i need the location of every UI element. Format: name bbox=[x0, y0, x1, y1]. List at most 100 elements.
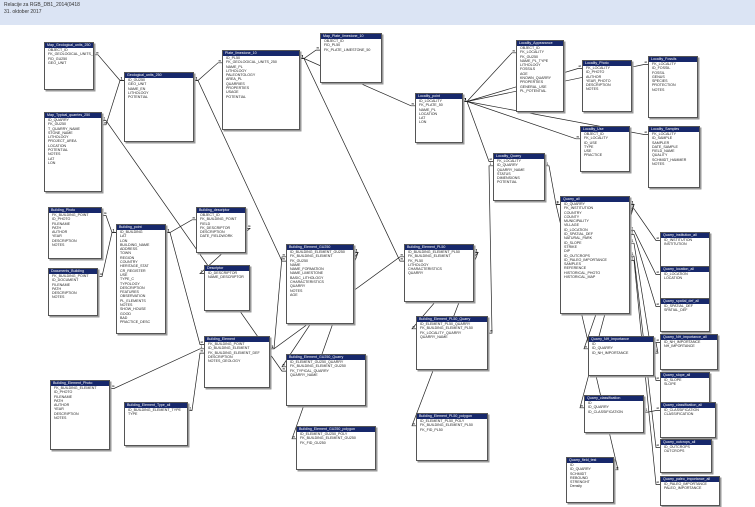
table-field: SAMPLES bbox=[564, 262, 581, 267]
table-field: NAME_DESCRIPTOR bbox=[208, 275, 244, 280]
cardinality-many: ∞ bbox=[282, 256, 285, 261]
table-title: Geological_units_250 bbox=[125, 73, 193, 78]
table-field: ID_QUARRY bbox=[497, 163, 518, 168]
table-field: FOSSILS bbox=[520, 67, 536, 72]
table-field: FK_LOCALITY bbox=[652, 62, 676, 66]
table-field: ID_BUILDING_ELEMENT bbox=[208, 346, 250, 351]
table-field: FK_PL50 bbox=[408, 258, 423, 263]
table-field: ID_OUTCROPS bbox=[664, 445, 690, 449]
table-field: NAME_PL bbox=[419, 107, 436, 112]
table-title: Building_Element_GU250_Quarry bbox=[287, 355, 365, 360]
table-field: AGE bbox=[290, 292, 298, 297]
cardinality-one: 1 bbox=[190, 407, 192, 411]
cardinality-many: ∞ bbox=[656, 443, 659, 448]
table-field: COUNTRY bbox=[120, 260, 138, 265]
table-field: PL_POTENTIAL bbox=[520, 88, 547, 93]
table-field: NAME_PL bbox=[226, 64, 243, 69]
table-field: ID_USE bbox=[584, 140, 597, 145]
table-field: FK_GEOLOGICAL_UNITS_250 bbox=[226, 60, 277, 65]
table-field: FK_BUILDING_ELEMENT bbox=[290, 254, 333, 259]
table-field: HISTORICAL_MAP bbox=[564, 275, 596, 280]
table-field: TYPE bbox=[584, 144, 594, 149]
table-title: Quarry_all bbox=[561, 197, 629, 202]
table-field: ID bbox=[570, 463, 574, 467]
table-field: DESCRIPTION bbox=[52, 291, 77, 296]
table-field: PATH bbox=[54, 398, 64, 403]
table-field: GOOD bbox=[120, 311, 131, 316]
relationship-line bbox=[555, 204, 619, 471]
table-field: LITHOLOGY bbox=[226, 68, 247, 73]
table-field: OUTCROPS bbox=[664, 449, 685, 454]
table-field: ID_CLASSIFICATION bbox=[588, 409, 623, 414]
cardinality-one: 1 bbox=[201, 345, 203, 349]
cardinality-one: 1 bbox=[356, 249, 358, 253]
cardinality-many: ∞ bbox=[644, 60, 647, 65]
table-field: LITHOLOGY bbox=[520, 63, 541, 68]
table-field: SPATIAL_DEF bbox=[664, 308, 688, 313]
table-field: ID_PHOTO bbox=[52, 217, 71, 222]
table-field: NOTES bbox=[52, 295, 65, 300]
cardinality-one: 1 bbox=[121, 77, 123, 81]
table-title: Building_descriptor bbox=[197, 208, 245, 213]
table-field: CLASSIFICATION bbox=[664, 412, 694, 417]
cardinality-many: ∞ bbox=[576, 134, 579, 139]
cardinality-one: 1 bbox=[356, 249, 358, 253]
table-title: Quarry_classification_all bbox=[661, 403, 715, 408]
table-field: KNOWN_QUARRY bbox=[520, 76, 552, 81]
relationship-line bbox=[463, 101, 493, 162]
table-title: Plate_limestone_10 bbox=[223, 51, 299, 56]
table-field: GEO_UNIT bbox=[128, 82, 147, 87]
table-field: QUARRY_NAME bbox=[497, 167, 525, 172]
cardinality-one: 1 bbox=[476, 249, 478, 253]
relationship-line bbox=[463, 52, 516, 102]
table-field: ID_QUARRY bbox=[592, 346, 613, 351]
table-field: NOTES_GEOLOGY bbox=[208, 359, 241, 364]
table-field: USAGE bbox=[226, 90, 239, 95]
table-title: Building_Element_PL50_polygon bbox=[417, 414, 487, 419]
table-field: NAME_EN bbox=[128, 86, 146, 91]
cardinality-one: 1 bbox=[302, 55, 304, 59]
cardinality-one: 1 bbox=[465, 98, 467, 102]
table-field: AGE bbox=[520, 71, 528, 76]
cardinality-one: 1 bbox=[632, 256, 634, 260]
cardinality-one: 1 bbox=[196, 77, 198, 81]
